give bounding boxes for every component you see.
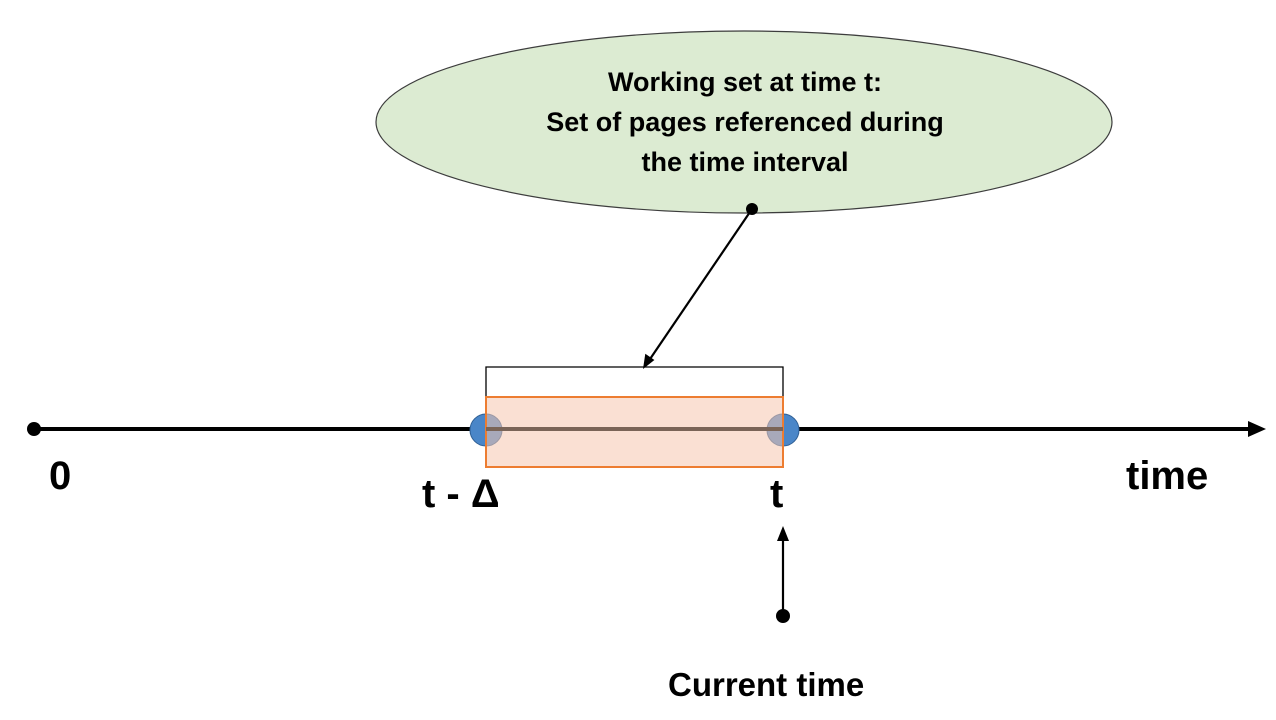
time-axis-arrowhead [1248, 421, 1266, 437]
window-start-label: t - Δ [422, 472, 500, 516]
callout-pointer-arrowhead [643, 353, 655, 369]
working-set-definition: Working set at time t: Set of pages refe… [470, 62, 1020, 182]
axis-label: time [1126, 454, 1209, 498]
callout-line-3: the time interval [641, 147, 849, 177]
current-t-label: t [770, 472, 784, 516]
callout-bubble [375, 30, 1113, 214]
current-time-label: Current time [668, 666, 865, 703]
callout-pointer-arrow [647, 208, 753, 363]
current-time-arrowhead [777, 526, 789, 541]
interval-bracket [485, 366, 784, 398]
callout-line-1: Working set at time t: [607, 67, 883, 97]
callout-line-2: Set of pages referenced during [546, 107, 944, 137]
origin-dot [27, 422, 41, 436]
time-window-box [485, 396, 784, 468]
origin-label: 0 [49, 454, 72, 498]
